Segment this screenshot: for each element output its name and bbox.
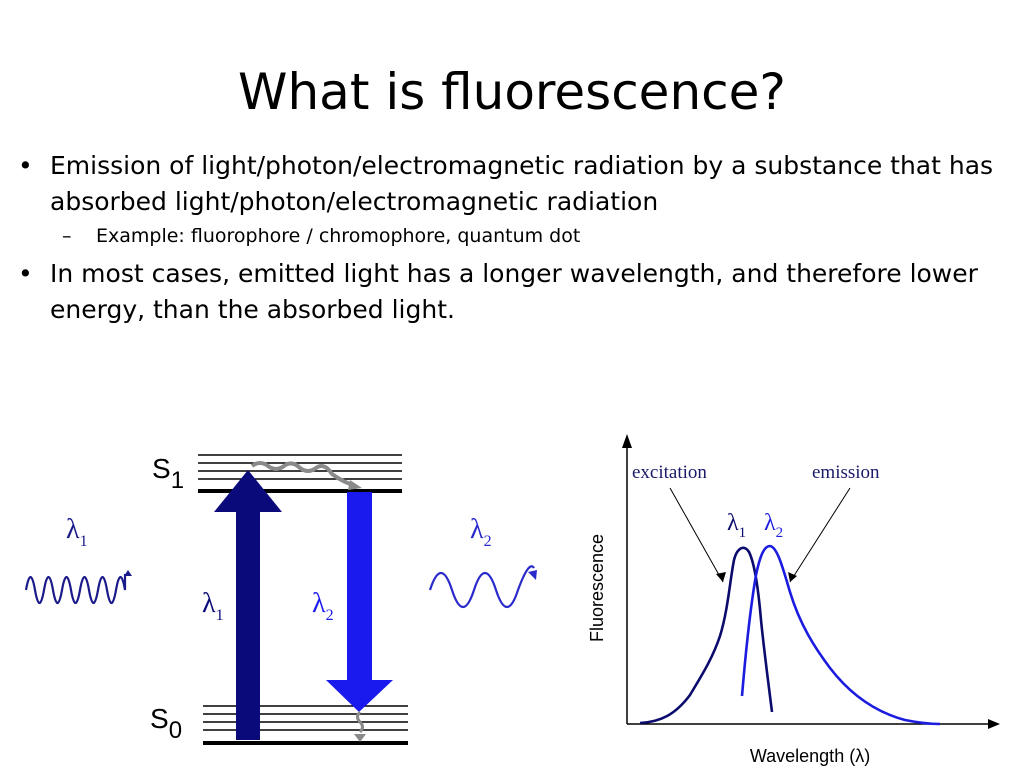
excitation-arrow (214, 470, 282, 740)
sub-bullet-item: – Example: fluorophore / chromophore, qu… (18, 222, 1008, 250)
emission-curve (740, 544, 941, 726)
y-axis-label: Fluorescence (587, 534, 607, 642)
ground-relaxation-arrow (356, 710, 364, 734)
bullet-item: • Emission of light/photon/electromagnet… (18, 148, 1008, 220)
emitted-wave-label: λ2 (470, 514, 492, 550)
lambda2-peak-label: λ2 (764, 510, 783, 541)
emission-lambda-label: λ2 (312, 588, 334, 624)
s1-label: S1 (152, 453, 184, 494)
excitation-label: excitation (632, 462, 707, 483)
bullet-text: In most cases, emitted light has a longe… (50, 259, 978, 324)
emitted-wave-arrowhead (528, 570, 537, 580)
excitation-pointer (669, 487, 724, 583)
excitation-pointer-arrowhead (716, 572, 726, 582)
x-axis-label: Wavelength (λ) (750, 746, 870, 766)
emission-pointer (789, 487, 851, 583)
sub-bullet-text: Example: fluorophore / chromophore, quan… (96, 225, 581, 247)
emission-label: emission (812, 462, 880, 483)
absorbed-wave-label: λ1 (66, 514, 88, 550)
absorbed-wave-arrowhead (124, 570, 132, 576)
bullet-item: • In most cases, emitted light has a lon… (18, 256, 1008, 328)
s0-label: S0 (150, 703, 182, 744)
emitted-wave (428, 565, 535, 609)
absorbed-wave (24, 574, 127, 605)
bullet-marker: • (18, 259, 33, 288)
vibrational-relaxation-arrow (250, 461, 351, 486)
bullet-marker: • (18, 151, 33, 180)
bullet-text: Emission of light/photon/electromagnetic… (50, 151, 994, 216)
x-axis-arrowhead (988, 719, 1000, 729)
emission-arrow (326, 492, 393, 712)
slide-title: What is fluorescence? (238, 63, 786, 121)
excitation-lambda-label: λ1 (202, 588, 224, 624)
sub-bullet-marker: – (62, 225, 72, 247)
y-axis-arrowhead (622, 434, 632, 448)
relaxation-arrowhead (348, 480, 362, 490)
ground-relaxation-arrowhead (354, 734, 366, 742)
bullet-list: • Emission of light/photon/electromagnet… (18, 148, 1008, 328)
lambda1-peak-label: λ1 (727, 510, 746, 541)
excitation-curve (639, 546, 774, 725)
emission-pointer-arrowhead (788, 572, 797, 582)
